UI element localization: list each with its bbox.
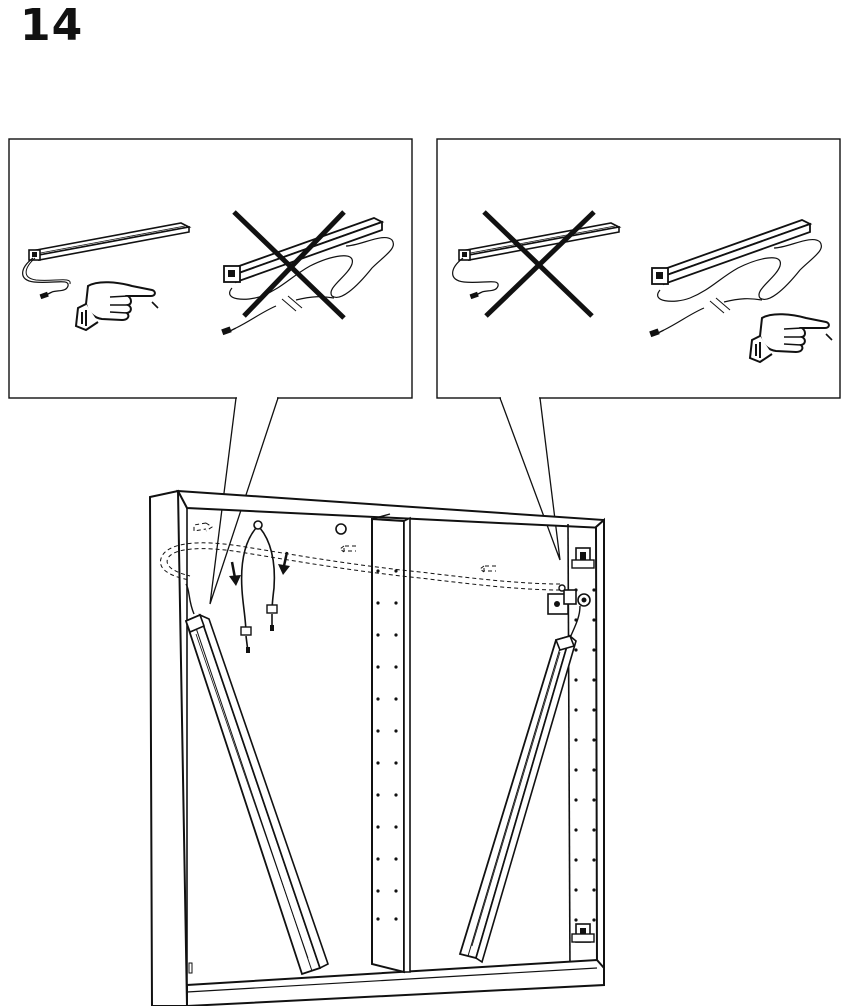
led-strip-right [460, 606, 580, 962]
callout-right [437, 139, 840, 398]
callout-right-frame [437, 139, 840, 398]
arrow-down-icon [229, 562, 241, 586]
callout-left [9, 139, 412, 398]
callout-left-frame [9, 139, 412, 398]
hinge-bottom [572, 924, 594, 942]
arrow-down-icon [278, 552, 290, 575]
loose-cable [241, 521, 277, 653]
hinge-top [572, 548, 594, 568]
led-strip-left [186, 584, 328, 974]
